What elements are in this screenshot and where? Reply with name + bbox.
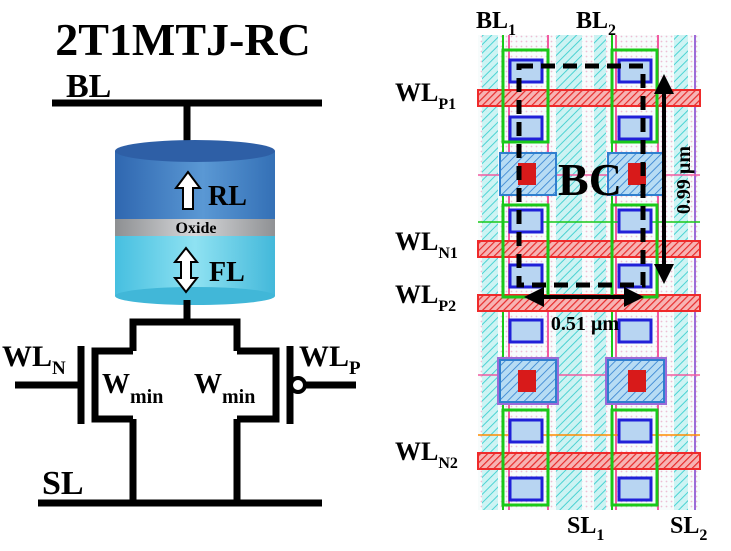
bit-cell-boundary xyxy=(516,63,646,288)
nmos-width-label: Wmin xyxy=(102,369,163,408)
pmos-width-label: Wmin xyxy=(194,369,255,408)
schematic: 2T1MTJ-RC BL Oxide RL FL WL xyxy=(2,14,361,507)
free-layer-arrow-icon xyxy=(172,246,200,294)
wordline-bar-n1 xyxy=(478,241,700,257)
pair-top-wires xyxy=(129,318,241,351)
wordline-bar-p1 xyxy=(478,90,700,106)
sourceline-label: SL xyxy=(42,465,84,502)
sourceline-2-label: SL2 xyxy=(670,513,707,544)
wordline-p1-label: WLP1 xyxy=(395,78,456,113)
wordline-n1-label: WLN1 xyxy=(395,227,458,262)
sourceline-1-label: SL1 xyxy=(567,513,604,544)
mtj-vias xyxy=(497,152,667,405)
free-layer-bottom xyxy=(115,287,275,305)
metal-columns xyxy=(482,35,688,510)
pmos-gate-label: WLP xyxy=(299,340,361,379)
wordline-n2-label: WLN2 xyxy=(395,437,458,472)
bitline-label: BL xyxy=(66,68,111,105)
free-layer-body xyxy=(115,234,275,296)
bit-cell-label: BC xyxy=(558,154,622,205)
free-layer-label: FL xyxy=(209,257,245,288)
wordline-p2-label: WLP2 xyxy=(395,280,456,315)
nmos-gate-label: WLN xyxy=(2,340,66,379)
reference-layer-arrow-icon xyxy=(174,170,202,210)
height-dimension-label: 0.99 µm xyxy=(673,146,695,215)
contacts xyxy=(508,58,653,502)
bitline-2-label: BL2 xyxy=(576,8,616,39)
oxide-layer xyxy=(115,218,275,236)
schematic-title: 2T1MTJ-RC xyxy=(55,14,311,65)
cell-layout: BC 0.99 µm 0.51 µm BL1 BL2 SL1 SL2 WLP1 … xyxy=(395,8,707,544)
oxide-label: Oxide xyxy=(176,220,217,237)
pair-bottom-wires xyxy=(129,419,241,503)
pmos-transistor: WLP Wmin xyxy=(194,340,361,424)
wordline-bar-n2 xyxy=(478,453,700,469)
width-dimension-label: 0.51 µm xyxy=(551,313,620,335)
mtj-device: Oxide RL FL xyxy=(115,140,275,305)
bitline-1-label: BL1 xyxy=(476,8,516,39)
reference-layer-top xyxy=(115,140,275,162)
reference-layer-label: RL xyxy=(208,181,247,212)
pmos-bubble-icon xyxy=(289,376,307,394)
nmos-transistor: WLN Wmin xyxy=(2,340,163,424)
